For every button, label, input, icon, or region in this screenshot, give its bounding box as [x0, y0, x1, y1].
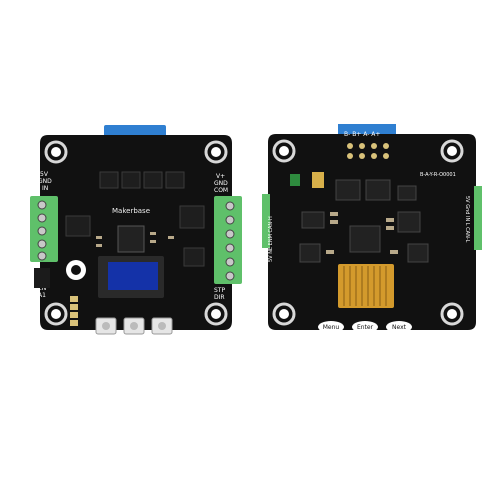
right-connector-label: B- B+ A- A+ [344, 131, 380, 138]
menu-label: Menu [323, 324, 340, 331]
right-left-strip [262, 194, 270, 248]
left-label-en: EN [38, 285, 46, 292]
right-right-strip [474, 186, 482, 250]
left-label-stp: STP [214, 287, 225, 294]
right-code-label: B-A-Y-R-O0001 [420, 172, 456, 178]
next-label: Next [392, 324, 407, 331]
left-oled-screen [108, 262, 158, 290]
left-label-gnd: GND [38, 178, 52, 185]
left-label-in: IN [42, 185, 48, 192]
left-label-5v: 5V [40, 171, 49, 178]
left-buttons [95, 317, 173, 335]
right-side-left-label: 5V NE ENM CAN-H [268, 216, 274, 262]
left-mcu-chip [117, 225, 145, 253]
left-label-gnd2: GND [214, 180, 228, 187]
enter-label: Enter [357, 324, 374, 331]
left-board: Makerbase 5V GND IN V+ GND COM STP DIR E… [30, 125, 242, 335]
left-label-com: COM [214, 187, 228, 194]
left-brand-label: Makerbase [112, 207, 150, 215]
right-board: B- B+ A- A+ B-A-Y-R-O0001 [262, 124, 482, 333]
right-side-right-label: 5V Gnd IN L CAN-L [464, 196, 470, 243]
left-label-dir: DIR [214, 294, 225, 301]
left-control-terminal [214, 196, 242, 284]
right-button-labels: Menu Enter Next [318, 321, 412, 333]
left-label-a1: A1 [38, 292, 46, 299]
left-label-vplus: V+ [216, 173, 225, 180]
